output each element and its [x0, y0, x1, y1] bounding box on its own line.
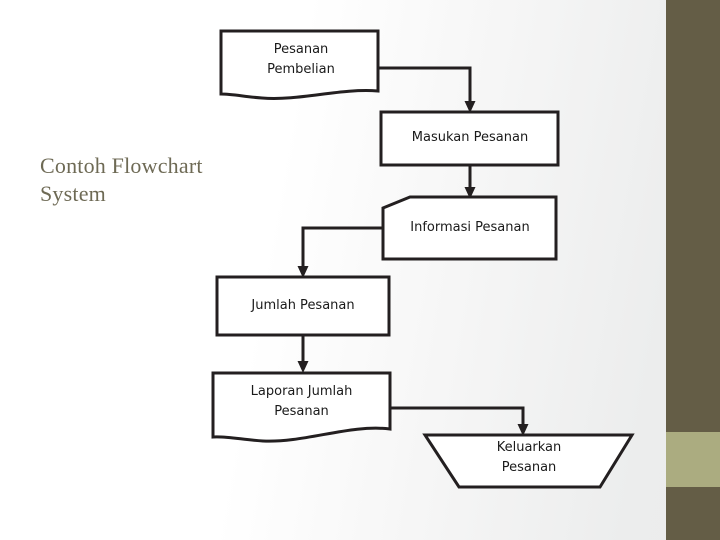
- right-sidebar-light-accent: [666, 432, 720, 487]
- arrow-head-icon: [464, 101, 476, 113]
- node-shape-laporan-jumlah-pesanan[interactable]: [211, 371, 392, 443]
- edge-pesanan-to-masukan: [378, 66, 472, 105]
- node-shape-keluarkan-pesanan[interactable]: [422, 433, 635, 489]
- right-sidebar-dark-upper: [666, 0, 720, 432]
- node-shape-jumlah-pesanan[interactable]: [215, 275, 391, 337]
- arrow-head-icon: [464, 187, 476, 199]
- slide-title: Contoh Flowchart System: [40, 153, 203, 206]
- node-shape-masukan-pesanan[interactable]: [379, 110, 560, 167]
- arrow-head-icon: [517, 424, 529, 436]
- arrow-head-icon: [297, 361, 309, 373]
- edge-informasi-to-jumlah: [301, 226, 383, 270]
- right-sidebar-dark-lower: [666, 487, 720, 540]
- arrow-head-icon: [297, 266, 309, 278]
- node-shape-informasi-pesanan[interactable]: [381, 195, 558, 261]
- edge-laporan-to-keluarkan: [390, 406, 525, 428]
- node-shape-pesanan-pembelian[interactable]: [219, 29, 380, 100]
